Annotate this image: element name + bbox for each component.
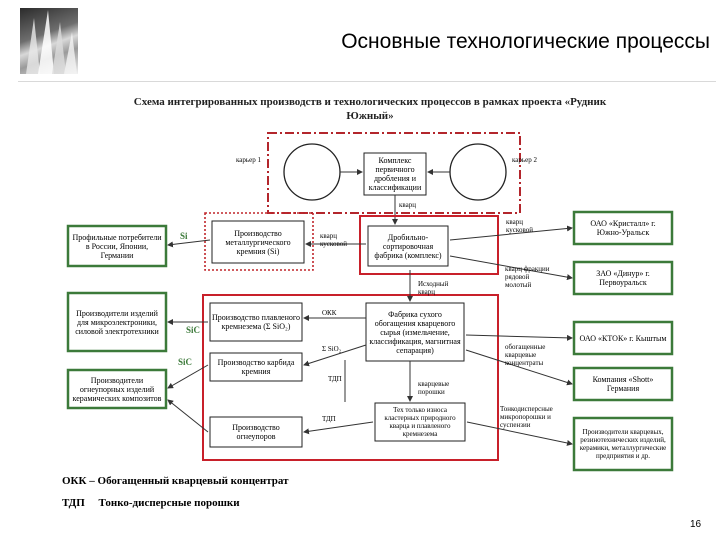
sorting-text: Дробильно-сортировочная фабрика (комплек… xyxy=(374,232,442,260)
crushing-box xyxy=(363,152,427,196)
metallurgical-text: Производство металлургического кремния (… xyxy=(225,228,291,256)
pit-2-label: карьер 2 xyxy=(512,156,537,164)
processing-frame xyxy=(202,294,499,461)
consumer-right-4-text: Компания «Shott» Германия xyxy=(592,375,654,393)
consumer-right-5 xyxy=(572,416,674,472)
consumer-right-2 xyxy=(572,260,674,296)
pieces-label: кварц кусковой xyxy=(506,218,533,234)
metallurgical-frame xyxy=(204,212,314,271)
legend-okk: ОКК – Обогащенный кварцевый концентрат xyxy=(62,475,289,487)
quartz-label: кварц xyxy=(399,201,416,209)
dry-enrichment-text: Фабрика сухого обогащения кварцевого сыр… xyxy=(369,309,461,355)
tech-box xyxy=(374,402,466,442)
crushing-text: Комплекс первичного дробления и классифи… xyxy=(368,156,422,192)
sic-label-1: SiC xyxy=(186,325,201,335)
legend-tdp: ТДП Тонко-дисперсные порошки xyxy=(62,497,240,509)
consumer-right-3-text: ОАО «КТОК» г. Кыштым xyxy=(579,333,667,343)
refractory-text: Производство огнеупоров xyxy=(232,423,280,441)
refractory-box xyxy=(209,416,303,448)
quartz-pieces-left-label: кварц кусковой xyxy=(320,232,347,248)
page-number: 16 xyxy=(690,519,702,530)
pit-2-circle xyxy=(449,143,507,201)
metallurgical-box xyxy=(211,220,305,264)
slide-title: Основные технологические процессы xyxy=(341,30,710,53)
diagram-title-line2: Южный» xyxy=(346,110,394,122)
okk-label: ОКК xyxy=(322,309,337,317)
consumer-right-5-text: Производители кварцевых, резинотехническ… xyxy=(579,428,667,460)
fused-silica-text: Производство плавленого кремнезема (Σ Si… xyxy=(212,313,300,331)
dry-enrichment-box xyxy=(365,302,465,362)
consumer-right-3 xyxy=(572,320,674,356)
tech-text: Тех только износа кластерных природного … xyxy=(384,406,456,438)
fine-dispersed-label: Тонкодисперсные микропорошки и суспензии xyxy=(500,405,553,429)
fused-silica-box xyxy=(209,302,303,342)
consumer-left-2 xyxy=(66,291,168,353)
crystal-logo-image xyxy=(20,8,78,74)
consumer-left-3 xyxy=(66,368,168,410)
consumer-left-1 xyxy=(66,224,168,268)
tdp-label-1: ТДП xyxy=(328,375,342,383)
consumer-left-1-text: Профильные потребители в России, Японии,… xyxy=(72,232,162,260)
diagram-title: Схема интегрированных производств и техн… xyxy=(110,95,630,123)
consumer-right-4 xyxy=(572,366,674,402)
enriched-conc-label: обогащенные кварцевые концентраты xyxy=(505,343,546,367)
pit-1-label: карьер 1 xyxy=(236,156,261,164)
carbide-text: Производство карбида кремния xyxy=(217,358,295,376)
title-divider xyxy=(18,81,716,82)
sorting-frame xyxy=(359,215,499,275)
sorting-box xyxy=(367,225,449,267)
tdp-label-2: ТДП xyxy=(322,415,336,423)
consumer-right-2-text: ЗАО «Динур» г. Первоуральск xyxy=(596,269,650,287)
diagram-title-line1: Схема интегрированных производств и техн… xyxy=(133,96,607,108)
si-label: Si xyxy=(180,231,188,241)
sio2-label: Σ SiO₂ xyxy=(322,345,342,353)
consumer-left-2-text: Производители изделий для микроэлектрони… xyxy=(75,308,159,336)
pit-1-circle xyxy=(283,143,341,201)
consumer-left-3-text: Производители огнеупорных изделий керами… xyxy=(72,375,162,403)
sic-label-2: SiC xyxy=(178,357,193,367)
mining-frame xyxy=(267,132,521,214)
source-quartz-label: Исходный кварц xyxy=(418,280,449,296)
fraction-label: кварц фракции рядовой молотый xyxy=(505,265,550,289)
consumer-right-1-text: ОАО «Кристалл» г. Южно-Уральск xyxy=(590,219,656,237)
quartz-powders-label: кварцевые порошки xyxy=(418,380,450,396)
consumer-right-1 xyxy=(572,210,674,246)
carbide-box xyxy=(209,352,303,382)
